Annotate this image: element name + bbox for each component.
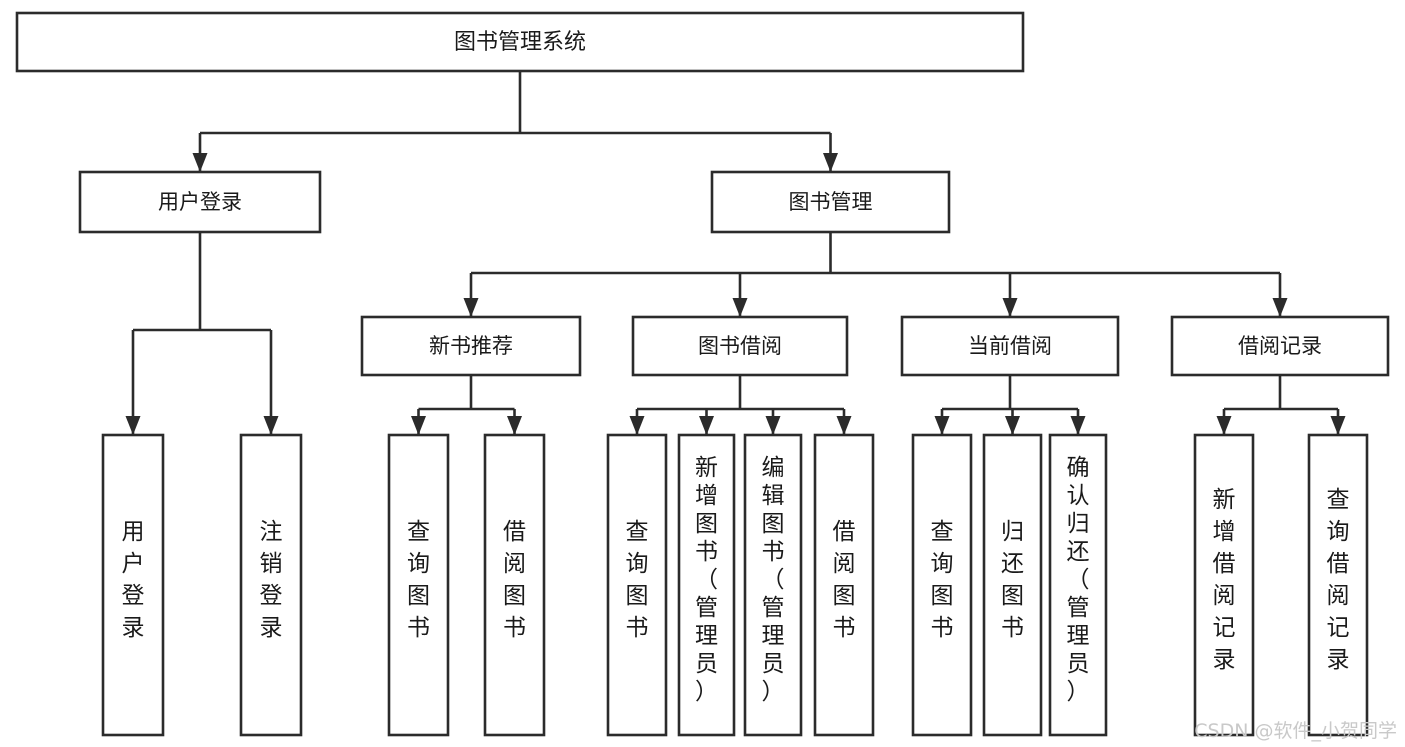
node-label-book-management: 图书管理 bbox=[789, 190, 873, 214]
node-box-current-borrow bbox=[900, 315, 1120, 377]
node-borrow-record[interactable]: 借阅记录 bbox=[1170, 315, 1390, 377]
arrow-head-icon bbox=[1002, 298, 1018, 317]
node-leaf-query-book-recommend[interactable]: 查询图书 bbox=[387, 433, 450, 737]
node-label-leaf-add-book: 新增图书（管理员） bbox=[695, 455, 718, 705]
node-box-borrow-record bbox=[1170, 315, 1390, 377]
node-label-leaf-user-logout: 注销登录 bbox=[260, 519, 283, 641]
node-box-leaf-edit-book bbox=[743, 433, 803, 737]
connector-book-management-to-level3 bbox=[463, 232, 1288, 317]
node-box-leaf-add-borrow-record bbox=[1193, 433, 1255, 737]
node-leaf-edit-book[interactable]: 编辑图书（管理员） bbox=[743, 433, 803, 737]
node-box-leaf-user-login bbox=[101, 433, 165, 737]
node-leaf-borrow-book[interactable]: 借阅图书 bbox=[813, 433, 875, 737]
node-leaf-user-login[interactable]: 用户登录 bbox=[101, 433, 165, 737]
node-box-leaf-return-book bbox=[982, 433, 1043, 737]
node-leaf-borrow-book-recommend[interactable]: 借阅图书 bbox=[483, 433, 546, 737]
arrow-head-icon bbox=[263, 416, 279, 435]
node-label-leaf-borrow-book-recommend: 借阅图书 bbox=[503, 519, 526, 641]
node-root[interactable]: 图书管理系统 bbox=[15, 11, 1025, 73]
node-book-management[interactable]: 图书管理 bbox=[710, 170, 951, 234]
arrow-head-icon bbox=[1330, 416, 1346, 435]
node-label-current-borrow: 当前借阅 bbox=[968, 334, 1052, 358]
arrow-head-icon bbox=[765, 416, 781, 435]
arrow-head-icon bbox=[699, 416, 714, 435]
node-leaf-add-book[interactable]: 新增图书（管理员） bbox=[677, 433, 736, 737]
connector-borrow-record-to-leaves bbox=[1216, 375, 1346, 435]
node-user-login[interactable]: 用户登录 bbox=[78, 170, 322, 234]
arrow-head-icon bbox=[411, 416, 426, 435]
node-label-leaf-query-book-borrow: 查询图书 bbox=[626, 519, 649, 641]
arrow-head-icon bbox=[629, 416, 645, 435]
node-label-root: 图书管理系统 bbox=[454, 30, 586, 55]
node-box-leaf-add-book bbox=[677, 433, 736, 737]
node-leaf-query-borrow-record[interactable]: 查询借阅记录 bbox=[1307, 433, 1369, 737]
node-label-borrow-record: 借阅记录 bbox=[1238, 334, 1322, 358]
node-box-user-login bbox=[78, 170, 322, 234]
nodes-layer: 图书管理系统用户登录图书管理新书推荐图书借阅当前借阅借阅记录用户登录注销登录查询… bbox=[15, 11, 1390, 737]
node-box-leaf-query-book-recommend bbox=[387, 433, 450, 737]
node-leaf-user-logout[interactable]: 注销登录 bbox=[239, 433, 303, 737]
arrow-head-icon bbox=[836, 416, 852, 435]
node-leaf-query-book-borrow[interactable]: 查询图书 bbox=[606, 433, 668, 737]
node-box-leaf-confirm-return bbox=[1048, 433, 1108, 737]
node-box-new-book-recommend bbox=[360, 315, 582, 377]
node-leaf-return-book[interactable]: 归还图书 bbox=[982, 433, 1043, 737]
arrow-head-icon bbox=[463, 298, 479, 317]
arrow-head-icon bbox=[1216, 416, 1232, 435]
node-leaf-add-borrow-record[interactable]: 新增借阅记录 bbox=[1193, 433, 1255, 737]
connectors-layer bbox=[125, 71, 1346, 435]
arrow-head-icon bbox=[125, 416, 141, 435]
node-leaf-query-book-current[interactable]: 查询图书 bbox=[911, 433, 973, 737]
csdn-watermark: CSDN @软件_小贺同学 bbox=[1194, 720, 1397, 742]
node-leaf-confirm-return[interactable]: 确认归还（管理员） bbox=[1048, 433, 1108, 737]
node-label-book-borrow: 图书借阅 bbox=[698, 334, 782, 358]
node-label-leaf-query-borrow-record: 查询借阅记录 bbox=[1327, 487, 1350, 673]
node-label-leaf-query-book-current: 查询图书 bbox=[931, 519, 954, 641]
arrow-head-icon bbox=[507, 416, 522, 435]
node-label-leaf-user-login: 用户登录 bbox=[122, 519, 145, 641]
node-label-leaf-confirm-return: 确认归还（管理员） bbox=[1067, 455, 1090, 705]
connector-root-to-level2 bbox=[192, 71, 838, 172]
arrow-head-icon bbox=[1272, 298, 1288, 317]
node-label-leaf-query-book-recommend: 查询图书 bbox=[407, 519, 430, 641]
connector-book-borrow-to-leaves bbox=[629, 375, 852, 435]
node-book-borrow[interactable]: 图书借阅 bbox=[631, 315, 849, 377]
node-box-book-management bbox=[710, 170, 951, 234]
node-box-leaf-borrow-book bbox=[813, 433, 875, 737]
arrow-head-icon bbox=[823, 153, 838, 172]
node-label-leaf-borrow-book: 借阅图书 bbox=[833, 519, 856, 641]
node-label-user-login: 用户登录 bbox=[158, 190, 242, 214]
node-label-leaf-edit-book: 编辑图书（管理员） bbox=[762, 455, 785, 705]
node-box-leaf-query-book-current bbox=[911, 433, 973, 737]
arrow-head-icon bbox=[732, 298, 748, 317]
node-label-leaf-add-borrow-record: 新增借阅记录 bbox=[1213, 487, 1236, 673]
connector-current-borrow-to-leaves bbox=[934, 375, 1086, 435]
arrow-head-icon bbox=[192, 153, 208, 172]
node-box-leaf-borrow-book-recommend bbox=[483, 433, 546, 737]
node-box-leaf-query-book-borrow bbox=[606, 433, 668, 737]
node-box-leaf-query-borrow-record bbox=[1307, 433, 1369, 737]
node-label-leaf-return-book: 归还图书 bbox=[1001, 519, 1024, 641]
connector-user-login-to-leaves bbox=[125, 232, 279, 435]
node-current-borrow[interactable]: 当前借阅 bbox=[900, 315, 1120, 377]
node-box-book-borrow bbox=[631, 315, 849, 377]
arrow-head-icon bbox=[1005, 416, 1020, 435]
arrow-head-icon bbox=[1070, 416, 1086, 435]
node-label-new-book-recommend: 新书推荐 bbox=[429, 334, 513, 358]
arrow-head-icon bbox=[934, 416, 950, 435]
node-new-book-recommend[interactable]: 新书推荐 bbox=[360, 315, 582, 377]
node-box-root bbox=[15, 11, 1025, 73]
connector-new-book-recommend-to-leaves bbox=[411, 375, 522, 435]
node-box-leaf-user-logout bbox=[239, 433, 303, 737]
